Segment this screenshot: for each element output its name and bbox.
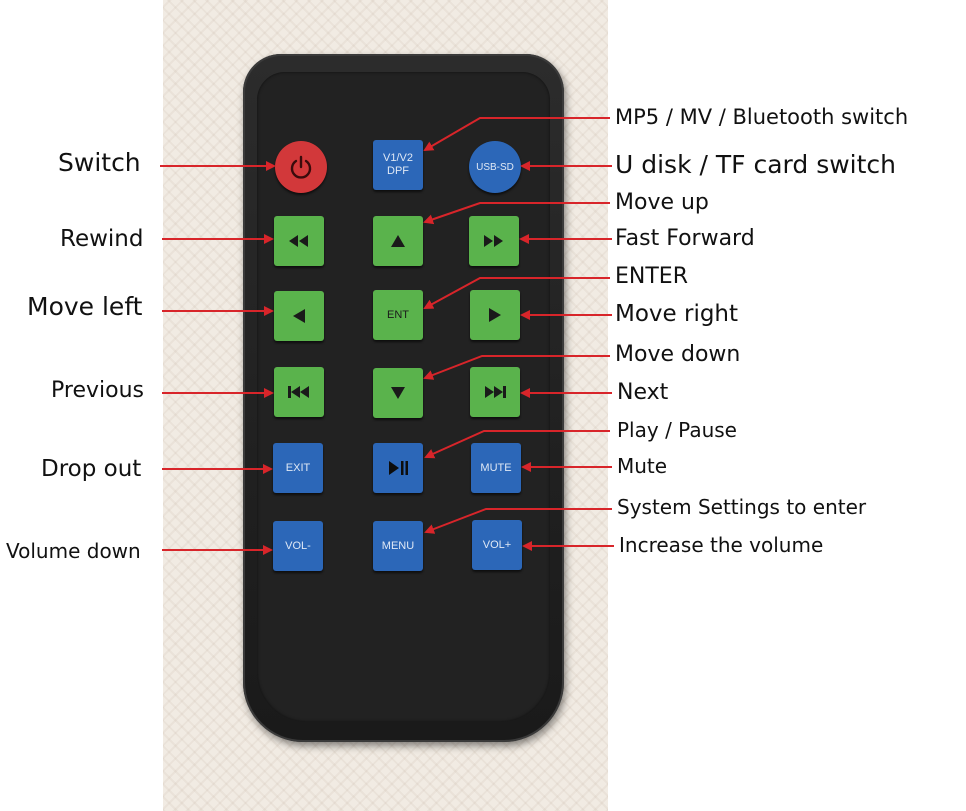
ent-caption: ENT (387, 308, 409, 321)
label-enter: ENTER (615, 264, 688, 289)
vol-minus-caption: VOL- (285, 539, 311, 552)
up-button[interactable] (373, 216, 423, 266)
right-button[interactable] (470, 290, 520, 340)
fast-forward-icon (484, 235, 503, 247)
triangle-right-icon (489, 308, 501, 322)
usb-sd-caption: USB-SD (476, 161, 514, 173)
play-pause-icon (389, 461, 408, 475)
label-mp5-switch: MP5 / MV / Bluetooth switch (615, 105, 909, 129)
menu-button[interactable]: MENU (373, 521, 423, 571)
label-volume-down: Volume down (6, 539, 141, 563)
label-drop-out: Drop out (41, 456, 142, 482)
vol-plus-caption: VOL+ (482, 538, 512, 551)
next-button[interactable] (470, 367, 520, 417)
previous-button[interactable] (274, 367, 324, 417)
label-fast-forward: Fast Forward (615, 226, 755, 251)
label-next: Next (617, 380, 669, 405)
left-button[interactable] (274, 291, 324, 341)
label-mute: Mute (617, 454, 668, 478)
triangle-down-icon (391, 387, 405, 399)
v1v2-dpf-button[interactable]: V1/V2 DPF (373, 140, 423, 190)
label-move-right: Move right (615, 301, 739, 327)
usb-sd-button[interactable]: USB-SD (469, 141, 521, 193)
volume-up-button[interactable]: VOL+ (472, 520, 522, 570)
label-move-left: Move left (27, 292, 143, 321)
fast-forward-button[interactable] (469, 216, 519, 266)
volume-down-button[interactable]: VOL- (273, 521, 323, 571)
exit-button[interactable]: EXIT (273, 443, 323, 493)
label-previous: Previous (51, 378, 144, 403)
power-button[interactable] (275, 141, 327, 193)
label-move-up: Move up (615, 190, 709, 215)
dpf-caption: DPF (387, 165, 409, 177)
mute-caption: MUTE (480, 461, 512, 474)
triangle-up-icon (391, 235, 405, 247)
mute-button[interactable]: MUTE (471, 443, 521, 493)
play-pause-button[interactable] (373, 443, 423, 493)
skip-previous-icon (288, 386, 309, 398)
label-system-settings: System Settings to enter (617, 495, 867, 519)
label-move-down: Move down (615, 342, 741, 367)
skip-next-icon (485, 386, 506, 398)
label-rewind: Rewind (60, 226, 144, 252)
power-icon (290, 155, 312, 179)
exit-caption: EXIT (285, 461, 311, 474)
menu-caption: MENU (381, 539, 415, 552)
v1v2-caption: V1/V2 (383, 152, 413, 164)
ent-button[interactable]: ENT (373, 290, 423, 340)
rewind-icon (289, 235, 308, 247)
triangle-left-icon (293, 309, 305, 323)
down-button[interactable] (373, 368, 423, 418)
label-play-pause: Play / Pause (617, 418, 737, 442)
rewind-button[interactable] (274, 216, 324, 266)
label-usb-switch: U disk / TF card switch (615, 150, 897, 179)
label-switch: Switch (58, 148, 141, 177)
label-volume-up: Increase the volume (619, 533, 824, 557)
